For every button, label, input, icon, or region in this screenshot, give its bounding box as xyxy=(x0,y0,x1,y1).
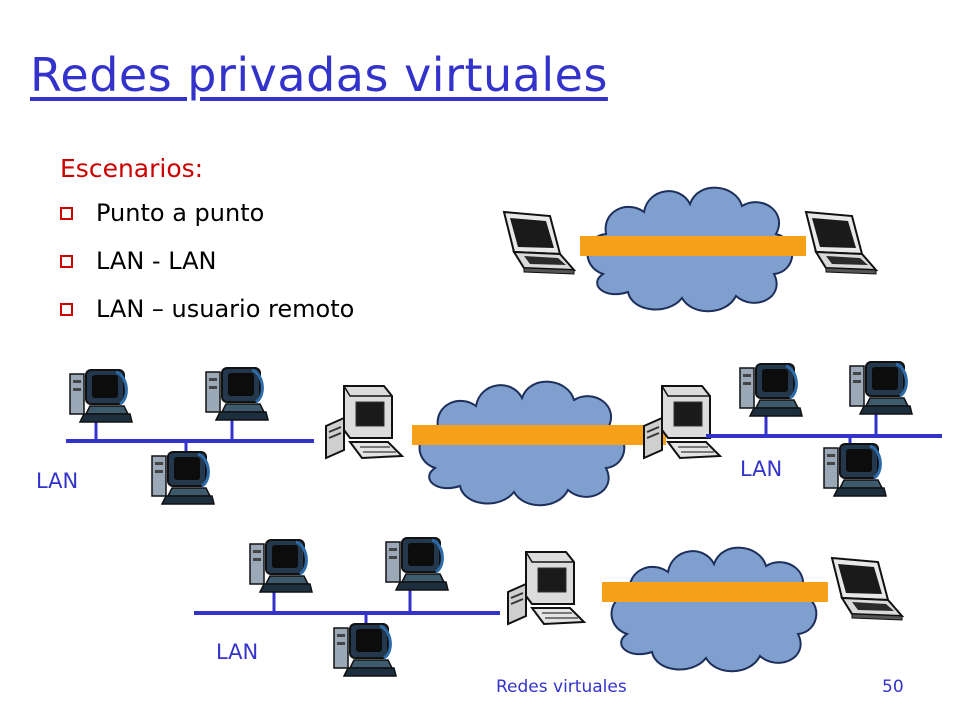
workstation-icon xyxy=(848,360,914,416)
slide-title: Redes privadas virtuales xyxy=(30,48,608,102)
workstation-icon xyxy=(822,442,888,498)
workstation-icon xyxy=(738,362,804,418)
bullet-text: LAN - LAN xyxy=(96,247,217,275)
workstation-icon xyxy=(384,536,450,592)
bullet-box-icon xyxy=(60,207,73,220)
workstation-icon xyxy=(332,622,398,678)
cloud-icon xyxy=(610,546,818,673)
server-computer-icon xyxy=(507,551,585,625)
server-computer-icon xyxy=(643,385,721,459)
workstation-icon xyxy=(204,366,270,422)
lan-label: LAN xyxy=(216,640,259,664)
workstation-icon xyxy=(248,538,314,594)
scenario-list: Punto a punto LAN - LAN LAN – usuario re… xyxy=(60,199,354,343)
vpn-tunnel xyxy=(412,425,666,445)
vpn-tunnel xyxy=(602,582,828,602)
laptop-icon xyxy=(805,211,877,275)
laptop-icon xyxy=(503,211,575,275)
bullet-box-icon xyxy=(60,303,73,316)
bullet-text: Punto a punto xyxy=(96,199,265,227)
list-item: Punto a punto xyxy=(60,199,354,247)
laptop-icon xyxy=(831,557,903,621)
bullet-text: LAN – usuario remoto xyxy=(96,295,355,323)
vpn-tunnel xyxy=(580,236,806,256)
lan-label: LAN xyxy=(740,457,783,481)
lan-label: LAN xyxy=(36,469,79,493)
workstation-icon xyxy=(68,368,134,424)
workstation-icon xyxy=(150,450,216,506)
scenarios-heading: Escenarios: xyxy=(60,154,204,183)
list-item: LAN - LAN xyxy=(60,247,354,295)
page-number: 50 xyxy=(882,677,904,697)
footer-title: Redes virtuales xyxy=(496,677,627,697)
server-computer-icon xyxy=(325,385,403,459)
bullet-box-icon xyxy=(60,255,73,268)
list-item: LAN – usuario remoto xyxy=(60,295,354,343)
